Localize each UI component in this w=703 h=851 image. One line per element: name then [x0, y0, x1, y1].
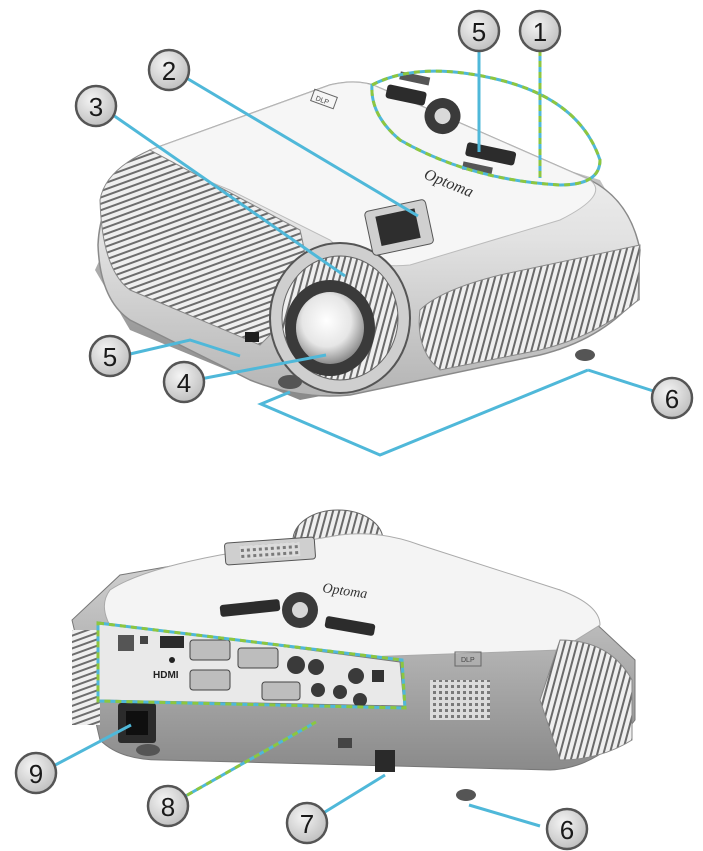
callout-circle-icon	[147, 48, 191, 92]
callout-c3: 3	[74, 84, 118, 128]
callout-c6b: 6	[545, 807, 589, 851]
callout-number: 7	[300, 809, 314, 839]
callout-circle-icon	[74, 84, 118, 128]
callout-number: 5	[472, 17, 486, 47]
callout-circle-icon	[88, 334, 132, 378]
callout-circle-icon	[14, 751, 58, 795]
callout-number: 1	[533, 17, 547, 47]
callout-number: 6	[665, 384, 679, 414]
callout-bubbles: 1 2 3 4 5 5 6 6 7 8 9	[14, 9, 694, 851]
callout-number: 5	[103, 342, 117, 372]
hdmi-logo: HDMI	[153, 670, 179, 681]
callout-c7: 7	[285, 801, 329, 845]
callout-number: 8	[161, 792, 175, 822]
dlp-badge-bottom: DLP	[461, 657, 475, 664]
callout-number: 4	[177, 368, 191, 398]
callout-c5b: 5	[88, 334, 132, 378]
callout-number: 2	[162, 56, 176, 86]
callout-c1: 1	[518, 9, 562, 53]
control-panel-highlight	[370, 69, 602, 187]
callout-c8: 8	[146, 784, 190, 828]
brand-text-bottom: Optoma	[321, 581, 368, 602]
callout-number: 9	[29, 759, 43, 789]
callout-circle-icon	[650, 376, 694, 420]
callout-circle-icon	[457, 9, 501, 53]
callout-circle-icon	[162, 360, 206, 404]
io-panel-highlight	[96, 621, 407, 710]
callout-c2: 2	[147, 48, 191, 92]
callout-circle-icon	[518, 9, 562, 53]
projector-top-view: Optoma DLP	[95, 71, 641, 400]
dlp-badge-top: DLP	[314, 95, 330, 106]
callout-circle-icon	[285, 801, 329, 845]
callout-lines-top	[99, 48, 673, 457]
callout-number: 6	[560, 815, 574, 845]
callout-circle-icon	[146, 784, 190, 828]
callout-number: 3	[89, 92, 103, 122]
callout-c4: 4	[162, 360, 206, 404]
callout-circle-icon	[545, 807, 589, 851]
callout-c5a: 5	[457, 9, 501, 53]
callout-c6a: 6	[650, 376, 694, 420]
callout-c9: 9	[14, 751, 58, 795]
